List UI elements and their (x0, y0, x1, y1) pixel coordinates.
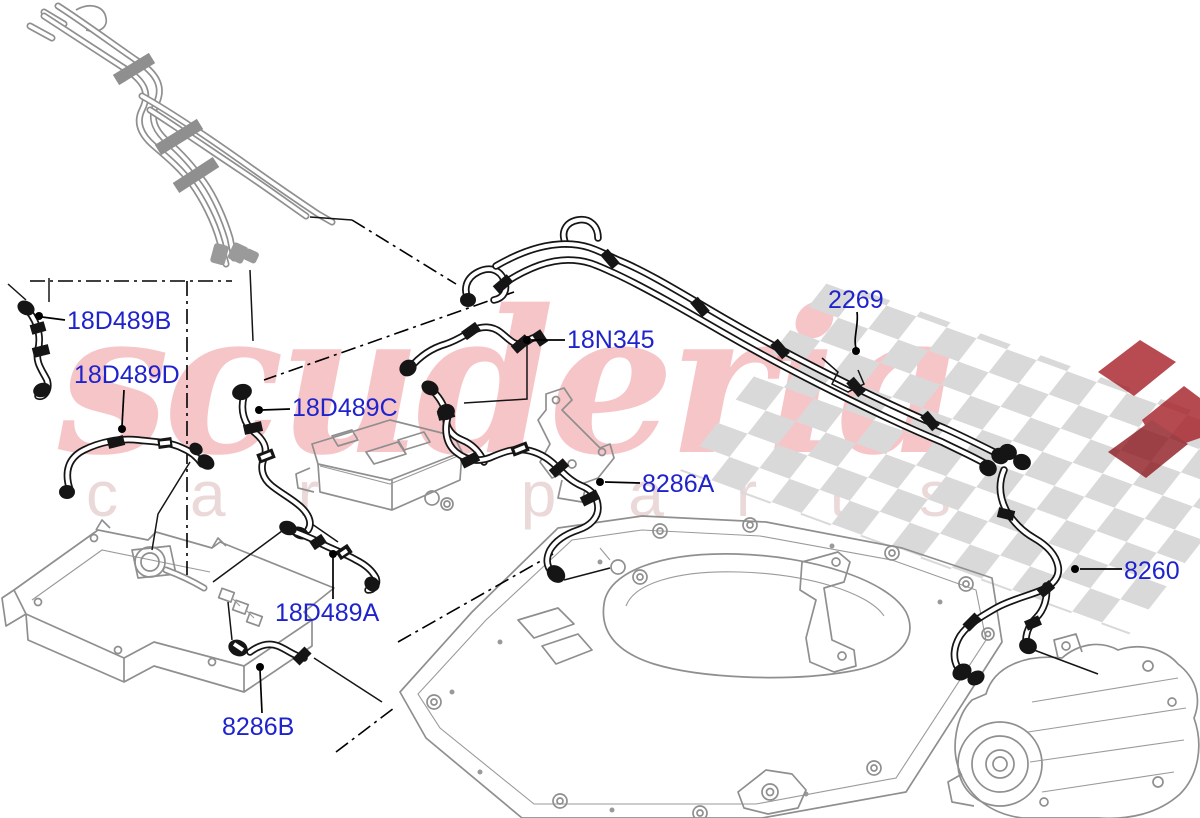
part-label-18D489D[interactable]: 18D489D (74, 361, 180, 389)
hose-18D489A-drawing (279, 520, 382, 594)
hose-8286A-drawing (437, 403, 598, 583)
boundary-dash-dot-lines (7, 216, 554, 753)
callout-leader-lines (35, 311, 1122, 714)
part-label-8260[interactable]: 8260 (1124, 557, 1180, 585)
hose-18D489B-drawing (17, 300, 53, 399)
part-label-2269[interactable]: 2269 (828, 286, 884, 314)
transmission-drawing (947, 633, 1200, 818)
battery-tray-drawing (399, 515, 1003, 818)
heater-hose-bundle-drawing (26, 2, 336, 268)
inverter-unit-drawing (295, 419, 463, 511)
connector-thin-lines (151, 461, 1099, 703)
part-label-18N345[interactable]: 18N345 (567, 326, 655, 354)
part-label-18D489B[interactable]: 18D489B (67, 307, 172, 335)
part-label-18D489C[interactable]: 18D489C (292, 394, 398, 422)
part-label-8286B[interactable]: 8286B (222, 713, 295, 741)
battery-module-drawing (1, 519, 335, 693)
hose-8260-drawing (949, 443, 1058, 686)
hose-18D489D-drawing (59, 435, 215, 499)
checkered-flag-red-diamonds (1098, 340, 1200, 478)
mount-bracket-drawing (799, 551, 857, 673)
hose-bracket-drawing (537, 387, 615, 503)
checkered-flag-graphic (679, 278, 1200, 635)
small-bracket-drawing (737, 769, 807, 815)
main-hose-run-drawing (460, 220, 1009, 477)
part-label-18D489A[interactable]: 18D489A (275, 599, 380, 627)
hose-18N345-drawing (399, 321, 549, 462)
part-label-8286A[interactable]: 8286A (642, 470, 715, 498)
hose-8286B-drawing (228, 639, 312, 666)
